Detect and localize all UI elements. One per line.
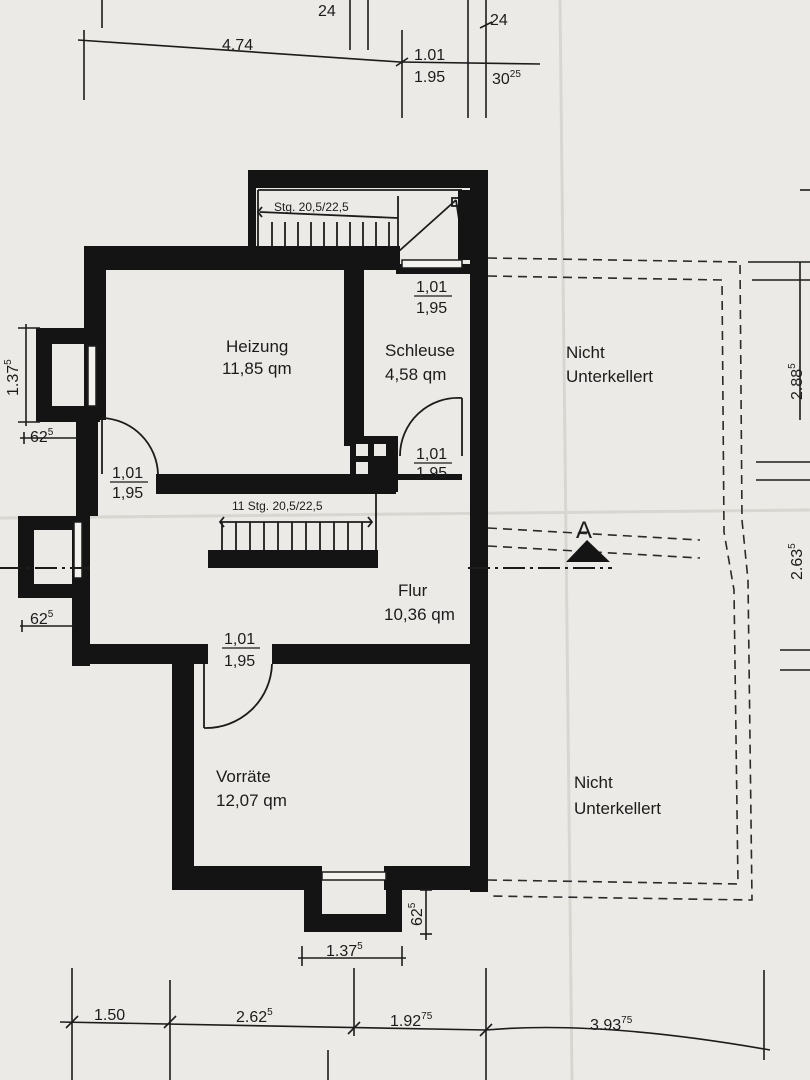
top-dimension-chain — [77, 0, 541, 118]
lower-stair-label: 11 Stg. 20,5/22,5 — [232, 499, 323, 513]
dim-bottom-262: 2.625 — [236, 1007, 273, 1026]
dim-left-62-lower: 625 — [30, 609, 54, 628]
door-schleuse-top-width: 1,01 — [416, 279, 447, 296]
door-schleuse-side-width: 1,01 — [416, 446, 447, 463]
dim-top-101: 1.01 — [414, 47, 445, 64]
dim-bottom-150: 1.50 — [94, 1007, 125, 1024]
room-vorraete-name: Vorräte — [216, 767, 271, 786]
left-dimension-lines — [18, 324, 78, 632]
door-vorraete-width: 1,01 — [224, 631, 255, 648]
door-schleuse-top-height: 1,95 — [416, 300, 447, 317]
room-flur-name: Flur — [398, 581, 428, 600]
right-edge-lines — [748, 189, 810, 671]
dim-bottom-192: 1.9275 — [390, 1011, 433, 1030]
chimney-flues — [356, 444, 386, 474]
door-dimensions: 1,01 1,95 1,01 1,95 1,01 1,95 1,01 1,95 — [110, 279, 452, 670]
walls — [18, 170, 488, 932]
door-heizung-height: 1,95 — [112, 485, 143, 502]
door-schleuse-side-height: 1,95 — [416, 465, 447, 482]
dim-top-474: 4.74 — [222, 37, 253, 54]
room-schleuse-name: Schleuse — [385, 341, 455, 360]
section-arrow-icon — [566, 540, 610, 562]
bottom-dimension-chain — [59, 968, 771, 1080]
room-vorraete-area: 12,07 qm — [216, 791, 287, 810]
dim-left-137: 1.375 — [3, 359, 22, 396]
lower-staircase — [218, 494, 377, 550]
dim-top-24-right: 24 — [490, 12, 508, 29]
unexcavated-lower-line2: Unterkellert — [574, 799, 661, 818]
dim-right-263: 2.635 — [787, 543, 806, 580]
upper-stair-label: Stg. 20,5/22,5 — [274, 200, 349, 214]
windows — [73, 259, 463, 881]
door-swings — [101, 396, 463, 729]
dim-top-24-left: 24 — [318, 3, 336, 20]
dim-bottom-62: 625 — [407, 902, 426, 926]
dim-bottom-137: 1.375 — [326, 941, 363, 960]
room-heizung-area: 11,85 qm — [222, 359, 292, 378]
unexcavated-upper-line2: Unterkellert — [566, 367, 653, 386]
room-schleuse-area: 4,58 qm — [385, 365, 446, 384]
dim-left-62-upper: 625 — [30, 427, 54, 446]
dim-right-288: 2.885 — [787, 363, 806, 400]
room-flur-area: 10,36 qm — [384, 605, 455, 624]
dim-bottom-393: 3.9375 — [590, 1015, 633, 1034]
section-marker-label: A — [576, 517, 592, 544]
dim-top-30: 3025 — [492, 69, 521, 88]
dim-top-195: 1.95 — [414, 69, 445, 86]
unexcavated-upper-line1: Nicht — [566, 343, 605, 362]
room-labels: Heizung 11,85 qm Schleuse 4,58 qm Flur 1… — [216, 337, 661, 818]
unexcavated-lower-line1: Nicht — [574, 773, 613, 792]
bottom-bay-dimension-lines — [298, 889, 432, 966]
door-vorraete-height: 1,95 — [224, 653, 255, 670]
door-heizung-width: 1,01 — [112, 465, 143, 482]
room-heizung-name: Heizung — [226, 337, 288, 356]
